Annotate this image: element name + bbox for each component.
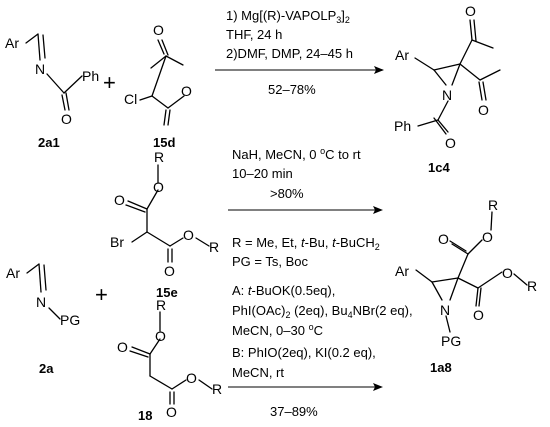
- atom-label-o: O: [155, 328, 166, 344]
- atom-label-o: O: [438, 231, 449, 247]
- compound-label-2a1: 2a1: [38, 135, 60, 150]
- atom-label-o: O: [61, 111, 72, 127]
- atom-label-br: Br: [110, 234, 124, 250]
- condition-a-line-3: MeCN, 0–30 oC: [232, 322, 323, 338]
- plus-sign-2: +: [95, 282, 108, 307]
- condition-line-time: 10–20 min: [232, 166, 293, 181]
- reaction-arrow-2-top: [228, 206, 383, 214]
- compound-label-1a8: 1a8: [430, 360, 452, 375]
- reagent-bromomalonate-15e: R O O O R O Br 15e: [110, 149, 219, 300]
- atom-label-r: R: [488, 197, 498, 213]
- condition-a-line-2: PhI(OAc)2 (2eq), Bu4NBr(2 eq),: [232, 303, 413, 320]
- atom-label-n: N: [35, 61, 45, 77]
- product-aziridine-1a8: Ar N PG O O O O R R 1a8: [395, 197, 537, 375]
- atom-label-o: O: [478, 102, 489, 118]
- plus-sign-1: +: [103, 70, 116, 95]
- compound-label-15e: 15e: [156, 285, 178, 300]
- atom-label-r: R: [156, 297, 166, 313]
- atom-label-r: R: [154, 149, 164, 165]
- atom-label-o: O: [181, 83, 192, 99]
- atom-label-o: O: [164, 263, 175, 279]
- atom-label-o: O: [183, 227, 194, 243]
- compound-label-1c4: 1c4: [428, 160, 450, 175]
- reagent-malonate-18: R O O O R O 18: [117, 297, 222, 423]
- condition-line-base: NaH, MeCN, 0 oC to rt: [232, 146, 361, 162]
- atom-label-n: N: [440, 302, 450, 318]
- condition-a-line-1: A: t-BuOK(0.5eq),: [232, 283, 335, 298]
- atom-label-o: O: [465, 3, 476, 19]
- condition-b-line-2: MeCN, rt: [232, 365, 284, 380]
- compound-label-18: 18: [138, 408, 152, 423]
- atom-label-r: R: [212, 381, 222, 397]
- atom-label-r: R: [527, 278, 537, 294]
- atom-label-o: O: [114, 192, 125, 208]
- yield-label: 52–78%: [268, 82, 316, 97]
- atom-label-o: O: [153, 179, 164, 195]
- condition-b-line-1: B: PhIO(2eq), KI(0.2 eq),: [232, 345, 376, 360]
- reactant-imine-2a1: Ar N Ph O 2a1: [5, 33, 99, 150]
- atom-label-o: O: [166, 404, 177, 420]
- atom-label-ar: Ar: [6, 265, 20, 281]
- atom-label-ph: Ph: [394, 118, 411, 134]
- atom-label-r: R: [209, 239, 219, 255]
- atom-label-n: N: [442, 87, 452, 103]
- condition-line-catalyst: 1) Mg[(R)-VAPOLP3]2: [226, 8, 350, 25]
- atom-label-o: O: [445, 135, 456, 151]
- reaction-arrow-1: [215, 66, 384, 74]
- atom-label-pg: PG: [60, 312, 80, 328]
- atom-label-ar: Ar: [5, 35, 19, 51]
- reaction-arrow-2-bottom: [228, 383, 383, 391]
- compound-label-2a: 2a: [39, 361, 54, 376]
- reactant-diketone-15d: O O Cl 15d: [124, 22, 192, 150]
- yield-label: 37–89%: [270, 404, 318, 419]
- atom-label-n: N: [36, 294, 46, 310]
- atom-label-o: O: [482, 229, 493, 245]
- condition-line-solvent: THF, 24 h: [226, 27, 282, 42]
- atom-label-ar: Ar: [395, 47, 409, 63]
- atom-label-pg: PG: [441, 333, 461, 349]
- compound-label-15d: 15d: [153, 135, 175, 150]
- definition-pg: PG = Ts, Boc: [232, 254, 308, 269]
- atom-label-ph: Ph: [82, 68, 99, 84]
- atom-label-o: O: [502, 265, 513, 281]
- definition-r: R = Me, Et, t-Bu, t-BuCH2: [232, 235, 380, 252]
- reactant-imine-2a: Ar N PG 2a: [6, 263, 80, 376]
- atom-label-o: O: [153, 22, 164, 38]
- atom-label-o: O: [186, 370, 197, 386]
- condition-line-oxidation: 2)DMF, DMP, 24–45 h: [226, 46, 353, 61]
- atom-label-o: O: [473, 307, 484, 323]
- yield-label: >80%: [270, 186, 304, 201]
- product-aziridine-1c4: Ar N O O O Ph 1c4: [394, 3, 501, 175]
- atom-label-o: O: [117, 339, 128, 355]
- atom-label-cl: Cl: [124, 91, 137, 107]
- definitions-r-pg: R = Me, Et, t-Bu, t-BuCH2 PG = Ts, Boc: [232, 235, 380, 269]
- conditions-reaction-1: 1) Mg[(R)-VAPOLP3]2 THF, 24 h 2)DMF, DMP…: [226, 8, 353, 97]
- atom-label-ar: Ar: [395, 263, 409, 279]
- conditions-reaction-2-bottom: A: t-BuOK(0.5eq), PhI(OAc)2 (2eq), Bu4NB…: [232, 283, 413, 419]
- conditions-reaction-2-top: NaH, MeCN, 0 oC to rt 10–20 min >80%: [232, 146, 361, 201]
